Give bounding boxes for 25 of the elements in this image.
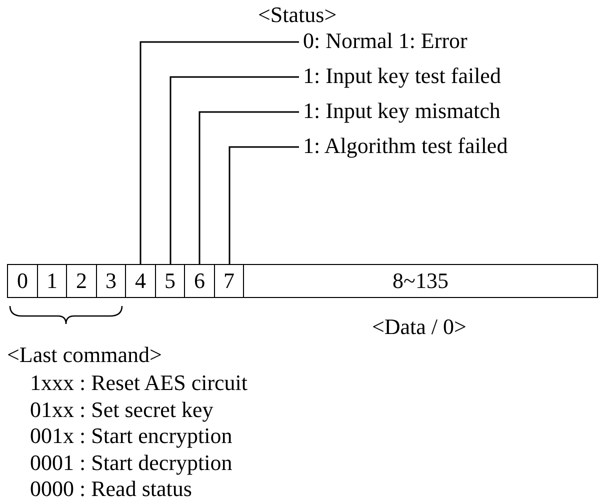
- leader-line: [228, 146, 299, 264]
- bit-cell: 4: [125, 264, 156, 298]
- command-code: 001x : Start encryption: [30, 423, 232, 449]
- command-code: 0001 : Start decryption: [30, 450, 232, 476]
- bit-cell: 7: [214, 264, 244, 298]
- status-bit-description: 1: Input key mismatch: [303, 98, 500, 124]
- leader-line: [170, 76, 299, 264]
- group-heading: <Last command>: [7, 342, 162, 368]
- group-heading: <Data / 0>: [372, 314, 466, 340]
- bit-cell: 0: [7, 264, 38, 298]
- leader-line: [198, 111, 299, 264]
- command-code: 01xx : Set secret key: [30, 396, 214, 422]
- bit-cell: 1: [36, 264, 68, 298]
- data-field-cell: 8~135: [243, 264, 598, 298]
- bit-cell: 5: [154, 264, 186, 298]
- bit-cell: 2: [66, 264, 97, 298]
- bit-cell: 6: [184, 264, 215, 298]
- leader-line: [140, 41, 299, 264]
- status-bit-description: 1: Input key test failed: [303, 63, 501, 89]
- bit-cell: 3: [96, 264, 126, 298]
- command-code: 0000 : Read status: [30, 476, 192, 502]
- command-code: 1xxx : Reset AES circuit: [30, 370, 248, 396]
- status-bit-description: 1: Algorithm test failed: [303, 133, 508, 159]
- status-bit-description: 0: Normal 1: Error: [303, 28, 468, 54]
- group-heading: <Status>: [258, 2, 337, 28]
